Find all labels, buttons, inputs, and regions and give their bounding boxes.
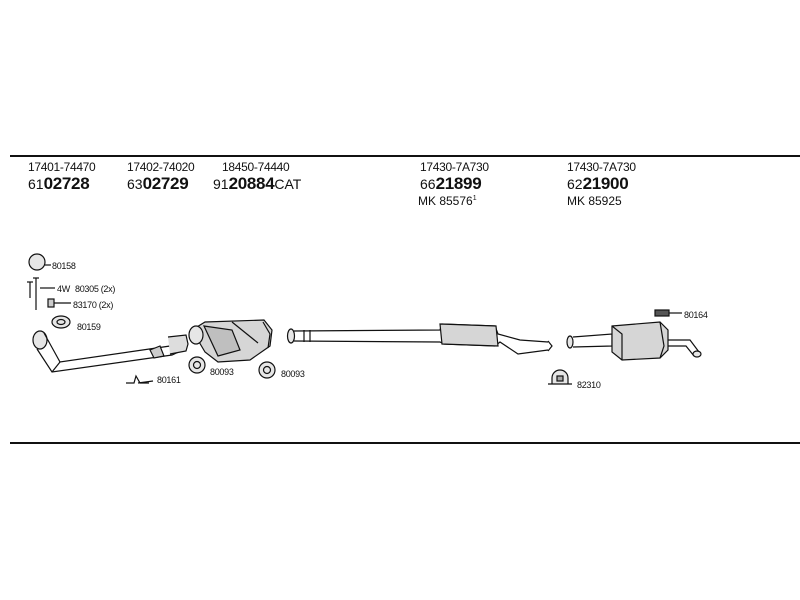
front-pipe-icon: [32, 330, 189, 373]
gasket-80159-icon: [51, 315, 71, 329]
part-oe-number-5: 17430-7A730: [567, 160, 636, 174]
callout-80161: 80161: [157, 375, 181, 385]
part-oe-number-2: 17402-74020: [127, 160, 195, 174]
catalytic-converter-icon: [188, 319, 273, 363]
bracket-80161-icon: [126, 374, 154, 384]
gasket-80158-icon: [28, 253, 51, 271]
clamp-82310-icon: [548, 369, 572, 385]
bolt-80305-icon: [27, 277, 55, 310]
callout-4w: 4W: [57, 284, 70, 294]
top-rule: [10, 155, 800, 157]
intermediate-pipe-icon: [286, 323, 553, 355]
rear-muffler-icon: [566, 321, 702, 361]
part-code-5: 6221900: [567, 174, 629, 193]
callout-80093-b: 80093: [281, 369, 305, 379]
part-oe-number-1: 17401-74470: [28, 160, 96, 174]
part-oe-number-3: 18450-74440: [222, 160, 290, 174]
hanger-80164-icon: [654, 309, 682, 317]
nut-83170-icon: [47, 298, 71, 308]
callout-80158: 80158: [52, 261, 76, 271]
bottom-rule: [10, 442, 800, 444]
gasket-80093-b-icon: [258, 361, 276, 379]
callout-83170: 83170 (2x): [73, 300, 114, 310]
callout-80164: 80164: [684, 310, 708, 320]
callout-80093-a: 80093: [210, 367, 234, 377]
callout-80305: 80305 (2x): [75, 284, 116, 294]
callout-80159: 80159: [77, 322, 101, 332]
part-code-1: 6102728: [28, 174, 90, 193]
part-oe-number-4: 17430-7A730: [420, 160, 489, 174]
part-code-2: 6302729: [127, 174, 189, 193]
gasket-80093-a-icon: [188, 356, 206, 374]
part-mk-4: MK 855761: [418, 194, 477, 208]
part-code-3: 9120884CAT: [213, 174, 302, 193]
part-mk-5: MK 85925: [567, 194, 622, 208]
part-code-4: 6621899: [420, 174, 482, 193]
callout-82310: 82310: [577, 380, 601, 390]
